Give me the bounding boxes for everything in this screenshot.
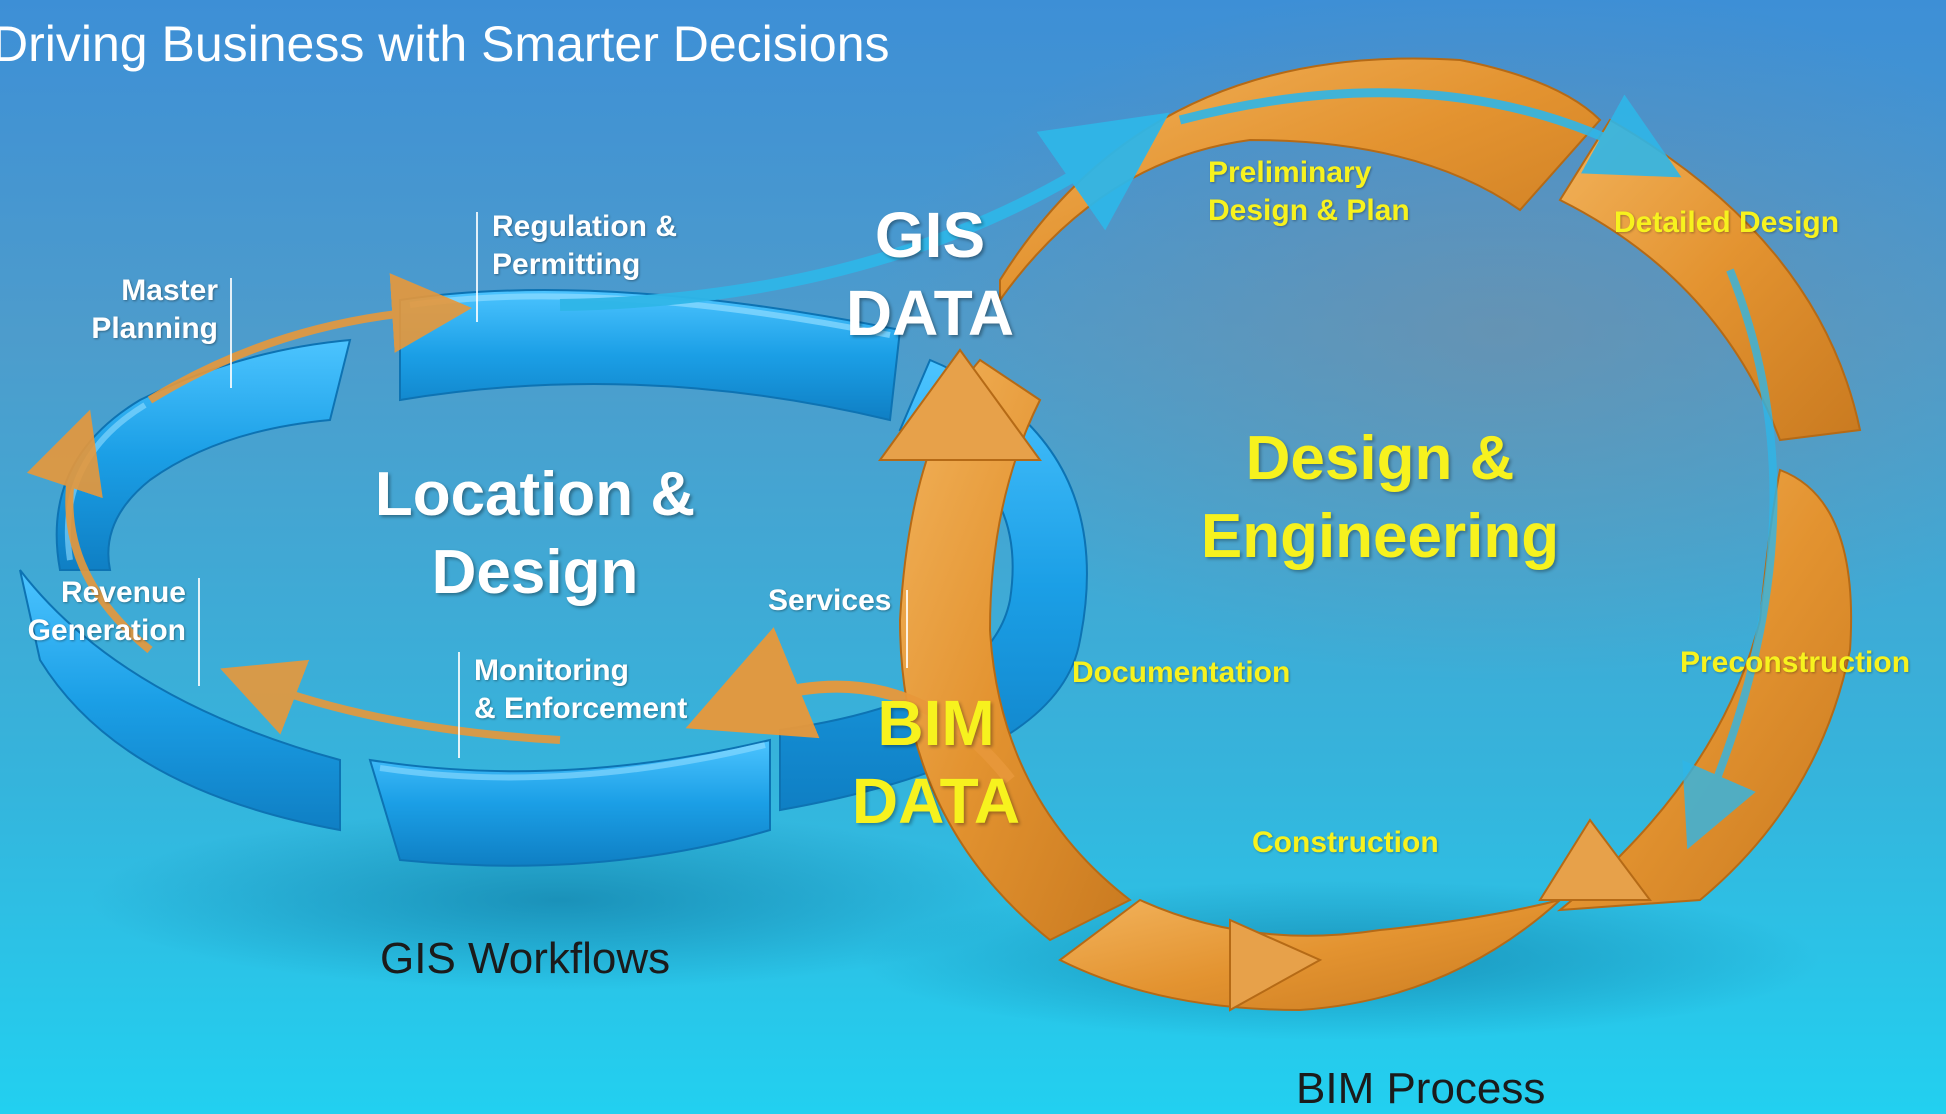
divider-master-planning — [230, 278, 232, 388]
step-regulation-permitting: Regulation & Permitting — [492, 210, 677, 281]
page-subtitle: Driving Business with Smarter Decisions — [0, 16, 890, 72]
bim-data-label: BIM DATA — [851, 687, 1021, 837]
bim-ring — [878, 57, 1862, 1012]
gis-ring-segment-bottom — [368, 738, 771, 867]
step-construction: Construction — [1252, 826, 1439, 859]
gis-center-label: Location & Design — [374, 460, 696, 607]
bim-data-flow-arrow — [685, 627, 1015, 784]
step-monitoring-enforcement: Monitoring & Enforcement — [474, 654, 688, 725]
step-preconstruction: Preconstruction — [1680, 646, 1911, 679]
bim-ring-segment-left — [898, 358, 1132, 942]
gis-caption: GIS Workflows — [380, 934, 671, 983]
gis-data-flow-arrow — [559, 112, 1170, 311]
gis-ring-segment-top — [399, 289, 902, 422]
step-documentation: Documentation — [1072, 656, 1291, 689]
gis-ring-segment-bottom-left — [19, 569, 341, 832]
divider-revenue — [198, 578, 200, 686]
gis-flow-arrows — [26, 273, 561, 744]
divider-monitoring — [458, 652, 460, 758]
bim-center-label: Design & Engineering — [1200, 424, 1560, 571]
bim-ring-segment-right-upper — [1558, 118, 1862, 442]
step-master-planning: Master Planning — [91, 274, 218, 345]
divider-regulation — [476, 212, 478, 322]
step-detailed-design: Detailed Design — [1614, 206, 1840, 239]
bim-flow-arrows — [1178, 88, 1778, 850]
gis-ring-shadow — [90, 810, 1030, 990]
divider-services — [906, 590, 908, 668]
gis-data-label: GIS DATA — [845, 199, 1015, 349]
bim-caption: BIM Process — [1296, 1064, 1546, 1113]
step-preliminary-design: Preliminary Design & Plan — [1208, 156, 1410, 227]
step-revenue-generation: Revenue Generation — [27, 576, 186, 647]
step-services: Services — [768, 584, 892, 617]
